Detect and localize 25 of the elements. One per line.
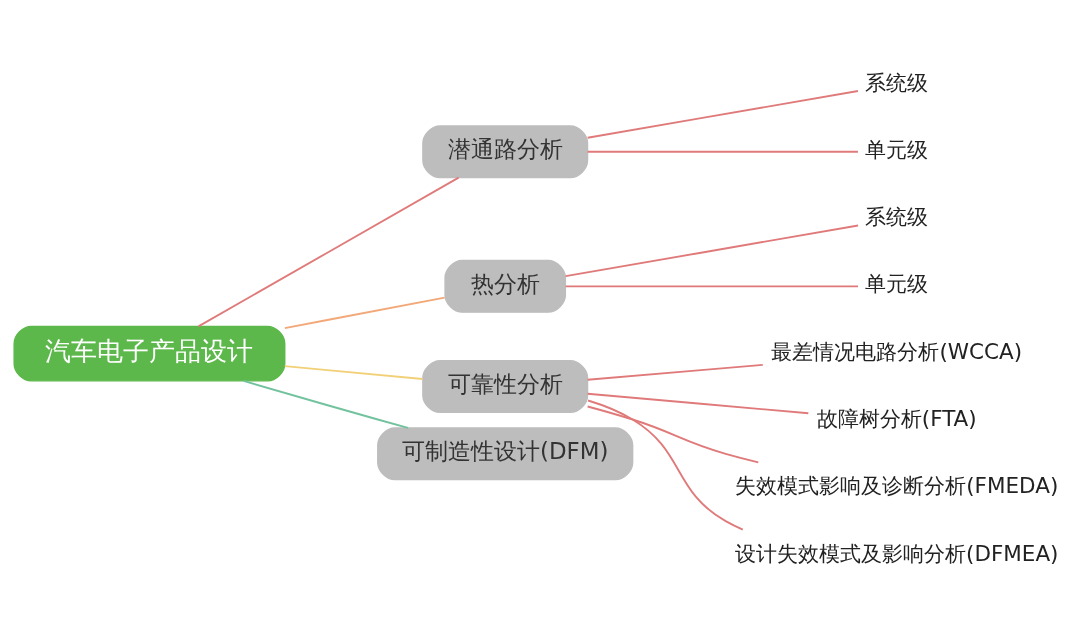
connector (586, 363, 764, 381)
connector (586, 150, 859, 153)
node-box: 汽车电子产品设计 (13, 325, 286, 382)
node-text: 单元级 (865, 271, 929, 297)
connector (586, 405, 760, 464)
connector (587, 399, 744, 531)
connector (283, 365, 424, 380)
connector (283, 296, 446, 330)
connector (586, 392, 810, 415)
node-box: 热分析 (444, 259, 567, 313)
node-text: 设计失效模式及影响分析(DFMEA) (735, 540, 1059, 566)
connector (564, 285, 859, 288)
node-text: 单元级 (865, 136, 929, 162)
connector (242, 379, 410, 429)
node-text: 系统级 (865, 69, 929, 95)
node-text: 最差情况电路分析(WCCA) (771, 338, 1023, 364)
connector (197, 176, 460, 328)
connector (586, 90, 859, 139)
node-box: 可制造性设计(DFM) (377, 427, 634, 481)
node-text: 失效模式影响及诊断分析(FMEDA) (735, 473, 1059, 499)
node-text: 系统级 (865, 204, 929, 230)
connector (564, 224, 859, 278)
node-box: 可靠性分析 (422, 360, 589, 414)
node-box: 潜通路分析 (422, 125, 589, 179)
node-text: 故障树分析(FTA) (816, 405, 977, 431)
